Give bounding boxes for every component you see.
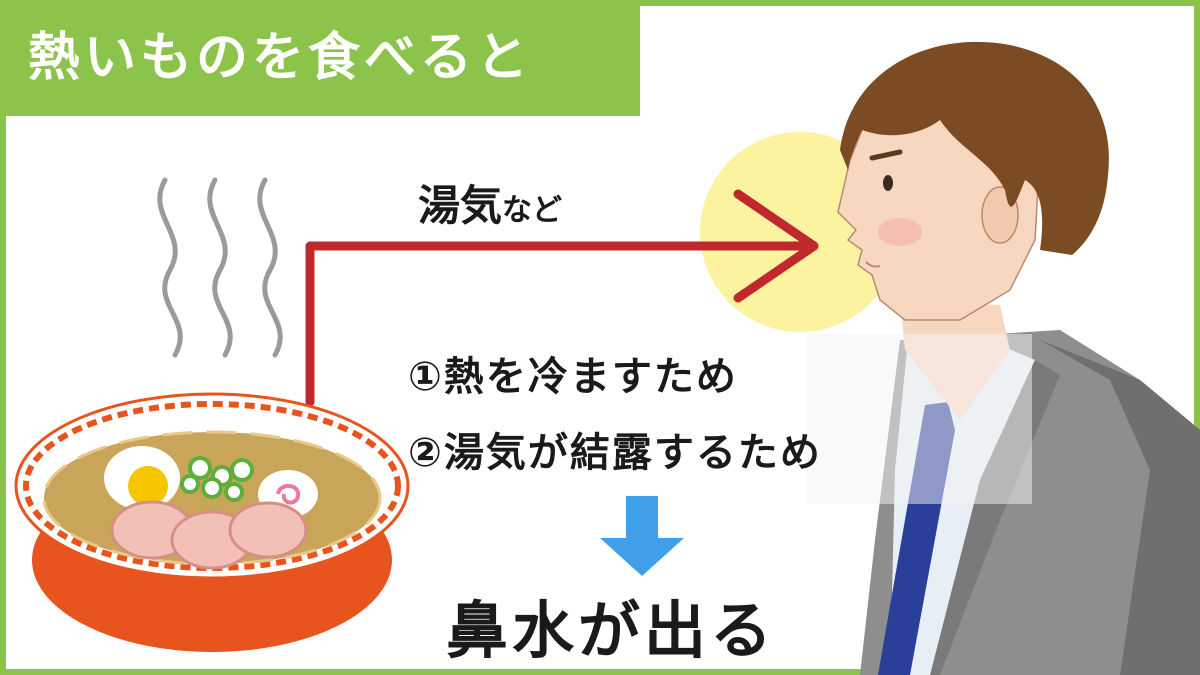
steam-label-main: 湯気 [418, 181, 503, 230]
reason-2: ②湯気が結露するため [408, 430, 822, 476]
steam-label-suffix: など [502, 193, 563, 228]
result-text: 鼻水が出る [446, 594, 777, 667]
reason-backdrop [806, 334, 1032, 504]
title-bar: 熱いものを食べると [0, 0, 640, 116]
steam-icon [157, 177, 283, 358]
ramen-bowl-icon [14, 392, 410, 652]
steam-label: 湯気など [418, 172, 562, 233]
red-arrow-icon [305, 189, 819, 407]
page-title: 熱いものを食べると [28, 28, 533, 88]
down-arrow-icon [600, 496, 684, 576]
reason-1: ①熱を冷ますため [408, 354, 738, 400]
